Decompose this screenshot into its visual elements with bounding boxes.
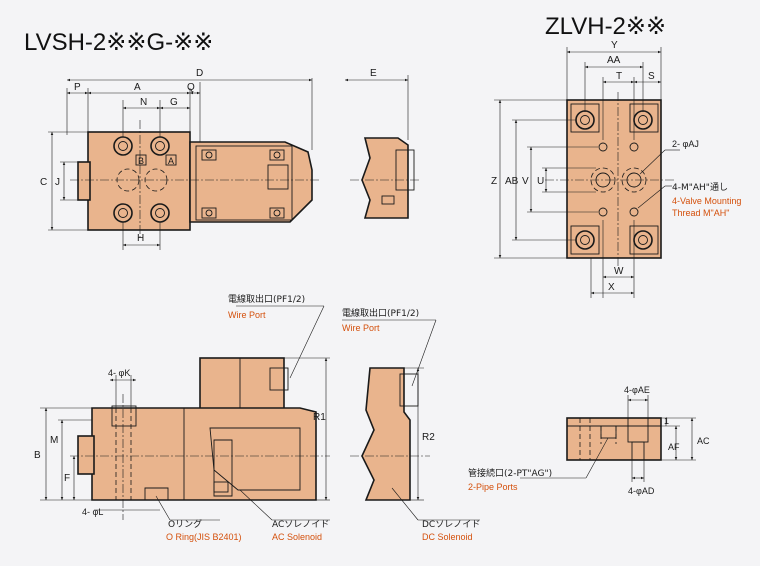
dim-d: D — [196, 68, 203, 79]
dim-j: J — [55, 177, 60, 188]
dim-ab: AB — [505, 176, 519, 187]
dim-m: M — [50, 435, 58, 446]
callout-aj: 2- φAJ — [672, 139, 699, 149]
dim-af: AF — [668, 442, 680, 452]
dim-c: C — [40, 177, 47, 188]
dim-r2: R2 — [422, 432, 435, 443]
dimensions-bottom-left — [40, 305, 480, 521]
callout-mah-jp: 4-M"AH"通し — [672, 182, 728, 193]
dim-t: T — [616, 71, 622, 82]
title-lvsh: LVSH-2※※G-※※ — [24, 29, 213, 56]
title-zlvh: ZLVH-2※※ — [545, 13, 666, 40]
dim-b: B — [34, 450, 41, 461]
dim-y: Y — [611, 40, 618, 51]
dim-u: U — [537, 176, 544, 187]
callout-mah-en2: Thread M"AH" — [672, 208, 729, 218]
callout-oring-jp: Oリング — [168, 518, 202, 530]
zlvh-side-view — [566, 417, 662, 461]
dimensions-top-left — [48, 75, 409, 250]
dim-w: W — [614, 266, 624, 277]
dimensions-bottom-right — [520, 395, 696, 482]
zlvh-top-view — [545, 92, 675, 268]
callout-dc-jp: DCソレノイド — [422, 520, 480, 530]
dim-n: N — [140, 97, 147, 108]
callout-wire2-jp: 電線取出口(PF1/2) — [342, 307, 419, 319]
callout-wire2-en: Wire Port — [342, 323, 380, 333]
dim-q: Q — [187, 82, 195, 93]
dim-f: F — [64, 473, 70, 484]
dim-g: G — [170, 97, 178, 108]
dim-ac: AC — [697, 436, 710, 446]
lvsh-front-view — [70, 357, 330, 520]
callout-pipe-jp: 管接続口(2-PT"AG") — [468, 467, 552, 479]
dim-h: H — [137, 233, 144, 244]
lvsh-end-view — [350, 137, 420, 219]
dim-x: X — [608, 282, 615, 293]
port-mark-b: B — [138, 156, 144, 166]
dim-s: S — [648, 71, 655, 82]
callout-dc-en: DC Solenoid — [422, 532, 473, 542]
callout-oring-en: O Ring(JIS B2401) — [166, 532, 242, 542]
callout-wire1-en: Wire Port — [228, 310, 266, 320]
dim-z: Z — [491, 176, 497, 187]
dim-ae: 4-φAE — [624, 385, 650, 395]
callout-wire1-jp: 電線取出口(PF1/2) — [228, 293, 305, 305]
dim-l: 4- φL — [82, 507, 103, 517]
callout-ac-jp: ACソレノイド — [272, 520, 329, 530]
port-mark-a: A — [168, 156, 174, 166]
dim-v: V — [522, 176, 529, 187]
dim-one: 1 — [664, 416, 669, 426]
dim-aa: AA — [607, 55, 621, 66]
dim-ad: 4-φAD — [628, 486, 655, 496]
dim-p: P — [74, 82, 81, 93]
dimensions-top-right — [494, 47, 680, 298]
callout-pipe-en: 2-Pipe Ports — [468, 482, 518, 492]
callout-ac-en: AC Solenoid — [272, 532, 322, 542]
dim-r1: R1 — [313, 412, 326, 423]
dim-e: E — [370, 68, 377, 79]
dim-a: A — [134, 82, 141, 93]
lvsh-top-view: B A — [70, 120, 320, 240]
dim-k: 4- φK — [108, 368, 130, 378]
callout-mah-en1: 4-Valve Mounting — [672, 196, 741, 206]
